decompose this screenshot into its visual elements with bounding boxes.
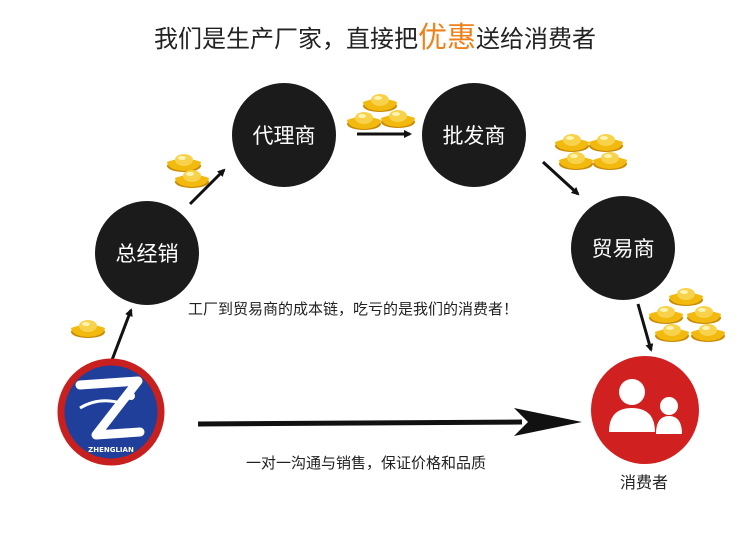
arrow-factory-to-zongjingxiao xyxy=(110,308,133,361)
node-label: 贸易商 xyxy=(591,237,655,261)
gold-ingot-icon xyxy=(655,324,689,342)
gold-ingot-icon xyxy=(649,306,683,324)
company-logo-icon: ZHENGLIAN xyxy=(57,358,165,466)
gold-ingot-icon xyxy=(669,288,703,306)
page-title: 我们是生产厂家，直接把优惠送给消费者 xyxy=(0,14,750,56)
gold-ingot-icon xyxy=(175,170,209,188)
node-zongjingxiao: 总经销 xyxy=(95,201,199,305)
arrow-maoyishang-to-consumer xyxy=(636,303,654,352)
gold-ingot-icon xyxy=(555,134,589,152)
gold-ingot-icon xyxy=(559,152,593,170)
gold-ingot-icon xyxy=(167,154,201,172)
arrow-direct-to-consumer xyxy=(197,419,523,427)
node-maoyishang: 贸易商 xyxy=(571,196,675,300)
gold-ingot-icon xyxy=(347,112,381,130)
node-label: 批发商 xyxy=(442,124,506,148)
gold-ingot-icon xyxy=(687,306,721,324)
node-dailishang: 代理商 xyxy=(232,83,336,187)
gold-ingot-icon xyxy=(593,152,627,170)
gold-ingot-icon xyxy=(363,94,397,112)
node-label: 代理商 xyxy=(252,124,316,148)
people-icon xyxy=(591,356,699,464)
arrow-pifashang-to-maoyishang xyxy=(541,160,580,196)
caption-cost-chain: 工厂到贸易商的成本链，吃亏的是我们的消费者！ xyxy=(188,300,519,318)
title-part-1: 我们是生产厂家，直接把 xyxy=(153,25,418,53)
node-pifashang: 批发商 xyxy=(422,83,526,187)
title-part-2: 送给消费者 xyxy=(476,25,596,53)
caption-direct-sales: 一对一沟通与销售，保证价格和品质 xyxy=(246,454,487,472)
logo-text: ZHENGLIAN xyxy=(88,446,134,454)
node-label: 总经销 xyxy=(115,242,179,266)
gold-ingot-icon xyxy=(589,134,623,152)
gold-ingot-icon xyxy=(71,320,105,338)
gold-ingot-icon xyxy=(381,110,415,128)
arrow-zongjingxiao-to-dailishang xyxy=(188,168,226,206)
title-highlight: 优惠 xyxy=(417,20,476,54)
gold-ingot-icon xyxy=(691,324,725,342)
arrow-direct-head xyxy=(514,408,582,436)
consumer-label: 消费者 xyxy=(620,473,669,492)
